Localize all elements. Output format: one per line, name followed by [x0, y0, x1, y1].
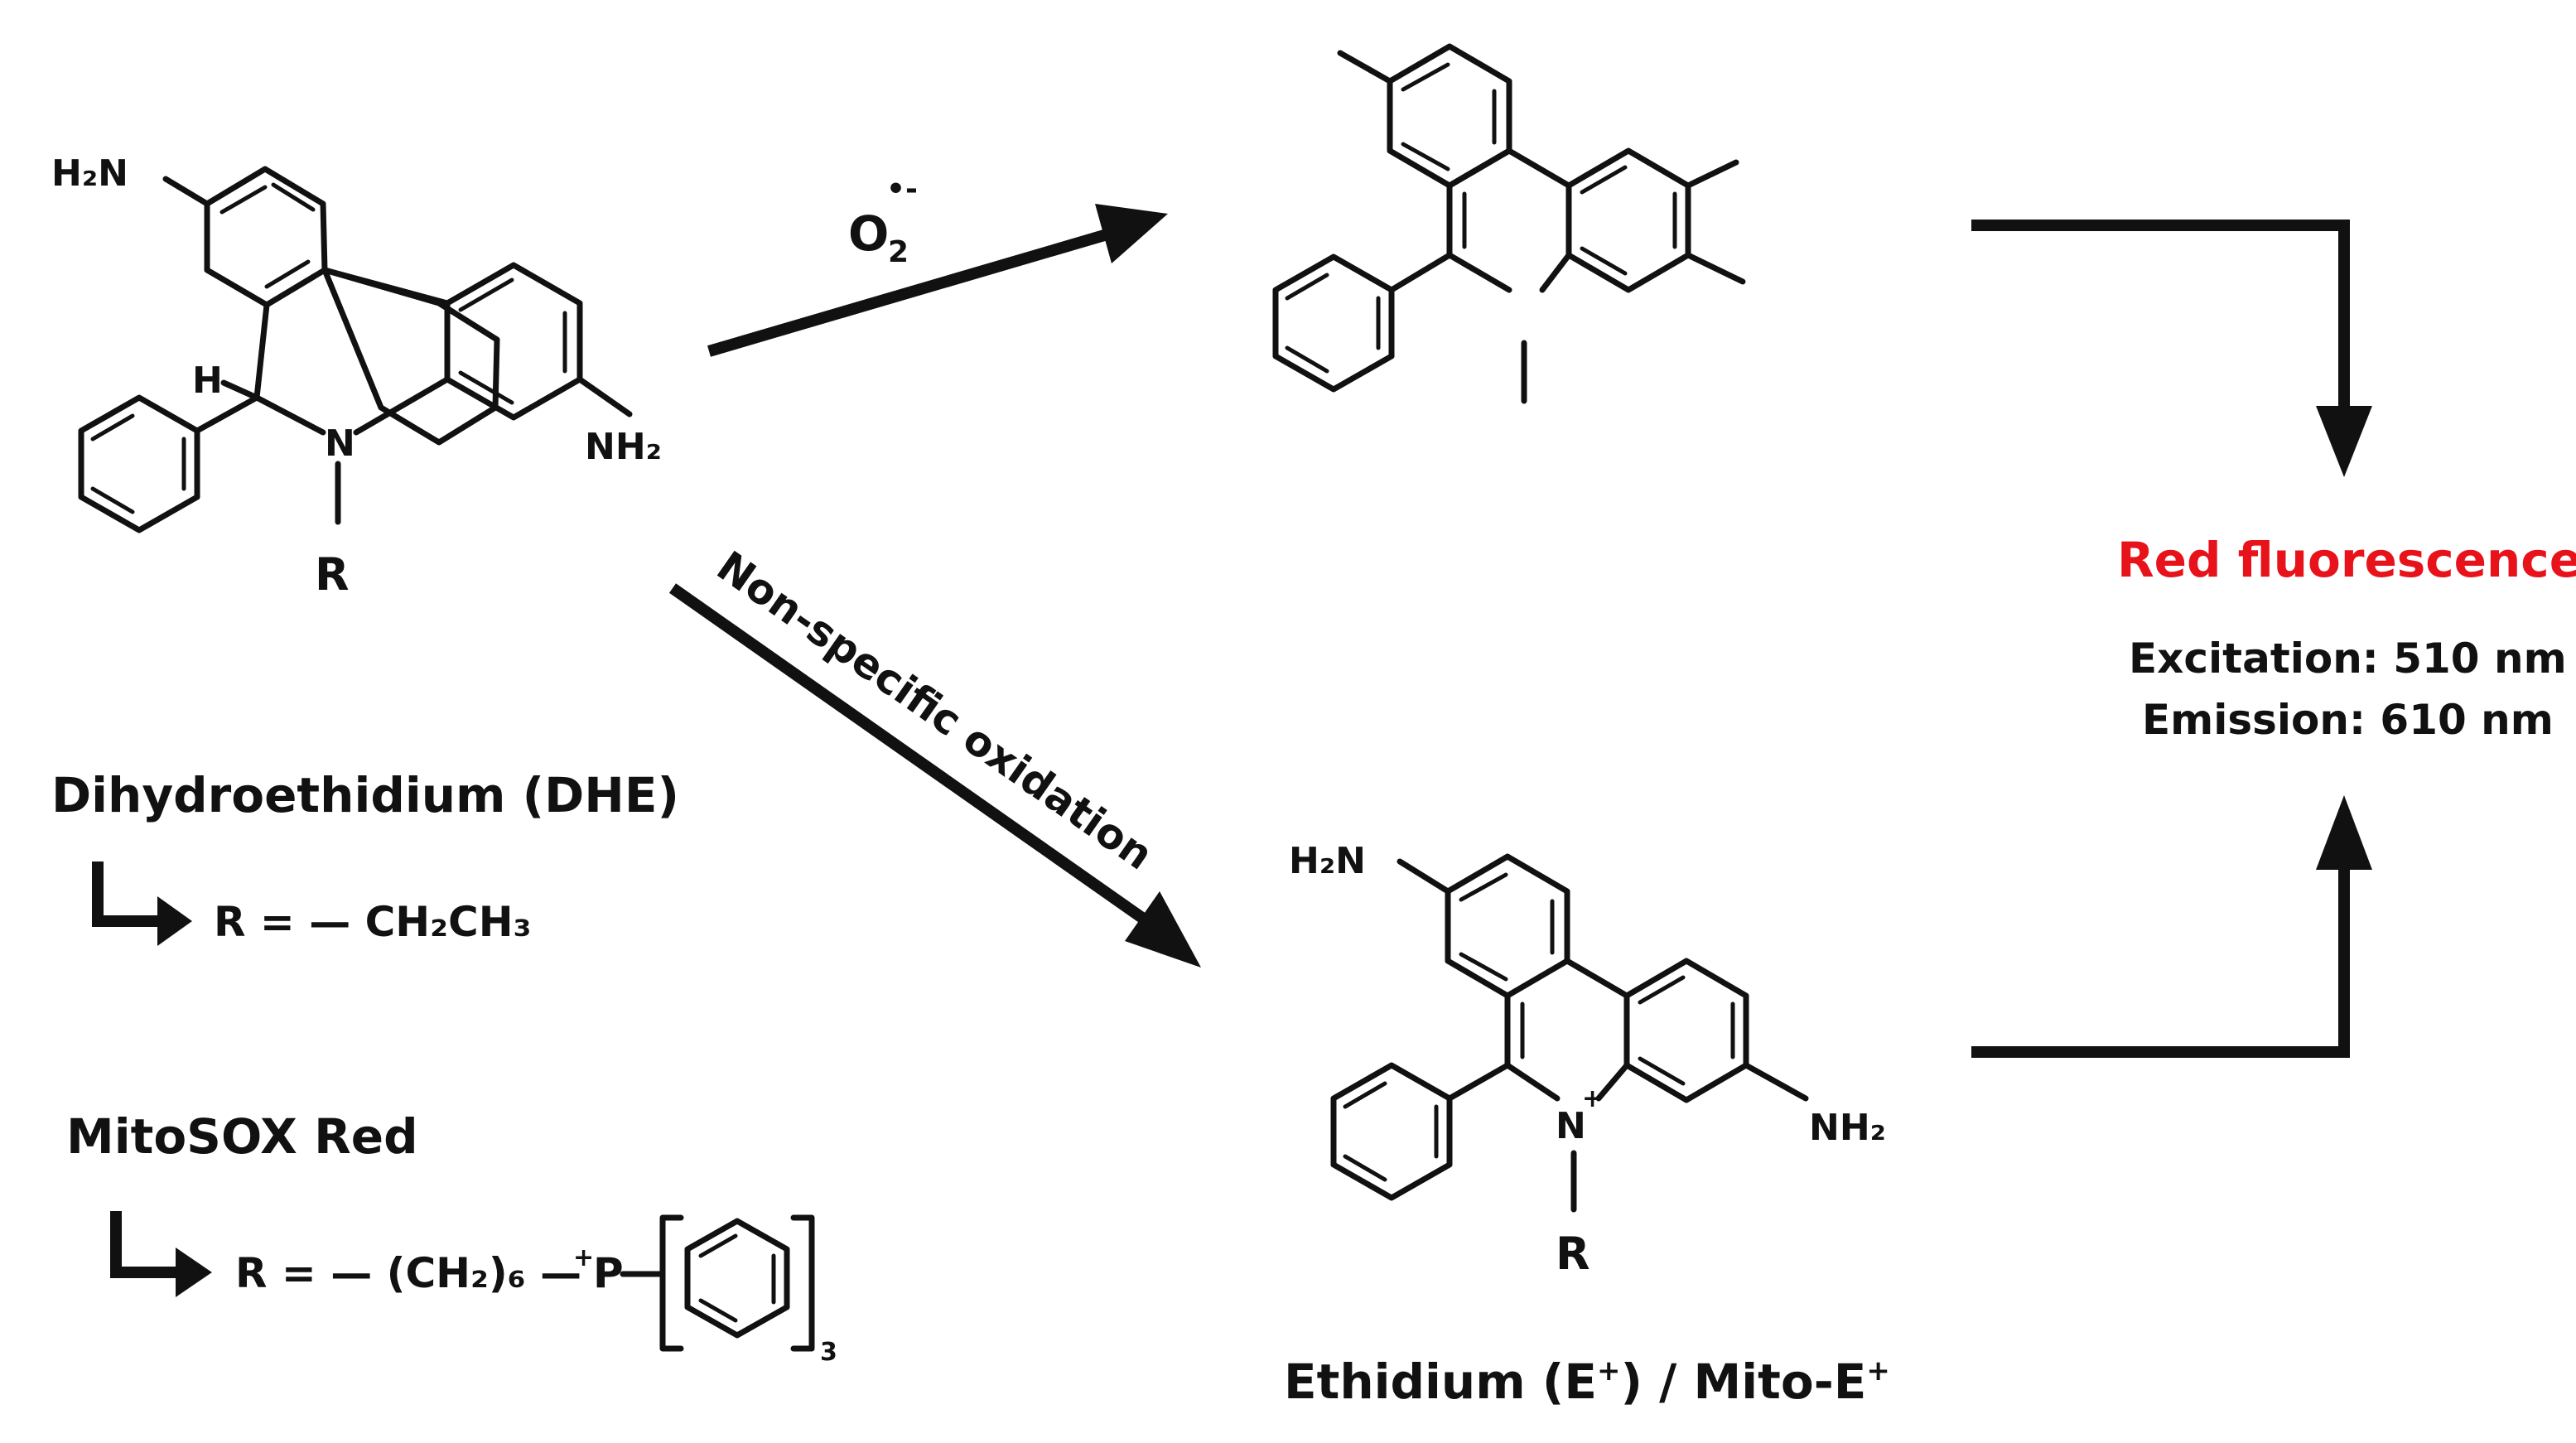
eth-h2n-label: H₂N [1289, 840, 1366, 882]
dhe-phenyl-bond [194, 394, 260, 434]
svg-text:Ethidium (E+) / Mito-E+: Ethidium (E+) / Mito-E+ [1284, 1354, 1890, 1410]
dhe-ring-b-double3 [458, 370, 514, 405]
hoe-phenyl [1272, 253, 1395, 393]
bottom-elbow-arrow [1971, 795, 2372, 1058]
fluorescence-title: Red fluorescence [2117, 532, 2576, 588]
ethidium-structure: H₂N NH₂ N + R [1289, 840, 1886, 1280]
dhe-nh2-label: NH₂ [585, 426, 662, 468]
eth-n-charge: + [1582, 1084, 1603, 1113]
dhe-ring-a-double2 [271, 182, 316, 212]
emission-text: Emission: 610 nm [2142, 696, 2554, 744]
dhe-phenyl [78, 394, 200, 533]
eth-ring-a [1445, 853, 1570, 999]
dhe-biaryl-bond [321, 267, 451, 306]
mitosox-subscript: 3 [820, 1338, 837, 1367]
dhe-r-definition: R = — CH₂CH₃ [214, 898, 532, 946]
nonspecific-label: Non-specific oxidation [708, 542, 1161, 879]
dhe-h-bond [220, 379, 260, 401]
dhe-structure: H₂N NH₂ H N R [51, 152, 662, 601]
dhe-ch-bond [253, 302, 270, 401]
dhe-caption: Dihydroethidium (DHE) [51, 767, 679, 823]
hoe-ring-a [1387, 43, 1512, 189]
mitosox-p-label: P [593, 1249, 624, 1297]
ethidium-caption: Ethidium (E+) / Mito-E+ [1284, 1354, 1890, 1410]
dhe-ring-a-double [219, 185, 268, 215]
triphenyl-bracket [620, 1214, 815, 1352]
svg-text:O: O [848, 205, 889, 262]
dhe-phenyl-double3 [90, 413, 135, 442]
dhe-ring-a [204, 166, 328, 308]
svg-text:•-: •- [886, 172, 918, 206]
dhe-h2n-label: H₂N [51, 152, 128, 195]
eth-ring-b [1623, 958, 1749, 1103]
dhe-ring-a-double3 [264, 259, 311, 289]
mitosox-phenyl [684, 1218, 790, 1339]
svg-text:2: 2 [888, 235, 909, 269]
mitosox-p-charge: + [573, 1243, 594, 1272]
excitation-text: Excitation: 510 nm [2129, 635, 2567, 683]
top-elbow-arrow [1971, 220, 2372, 477]
dhe-n-label: N [325, 422, 355, 465]
dhe-cn-bond [253, 394, 326, 436]
nonspecific-arrow [668, 583, 1201, 968]
superoxide-arrow [707, 204, 1168, 357]
mitosox-r-definition: R = — (CH₂)₆ — [235, 1249, 581, 1297]
dhe-h2n-bond [162, 176, 210, 207]
mitosox-caption: MitoSOX Red [66, 1108, 418, 1165]
hoe-ring-b [1565, 147, 1691, 293]
dhe-n-ring-bond [353, 376, 451, 436]
eth-r-label: R [1556, 1228, 1590, 1280]
dhe-h-label: H [192, 360, 223, 402]
dhe-ring-b [444, 262, 583, 421]
mitosox-r-hook-arrow [110, 1211, 212, 1297]
dhe-r-label: R [315, 548, 350, 601]
dhe-r-hook-arrow [92, 861, 192, 946]
dhe-phenyl-double2 [90, 486, 135, 514]
eth-phenyl [1330, 1062, 1453, 1201]
eth-n-label: N [1556, 1105, 1586, 1147]
dhe-nh2-bond [576, 376, 633, 417]
eth-nh2-label: NH₂ [1809, 1107, 1886, 1149]
hydroxyethidium-structure [1272, 43, 1746, 404]
superoxide-label: O 2 •- [848, 172, 918, 269]
dhe-ring-b-double [458, 278, 514, 312]
